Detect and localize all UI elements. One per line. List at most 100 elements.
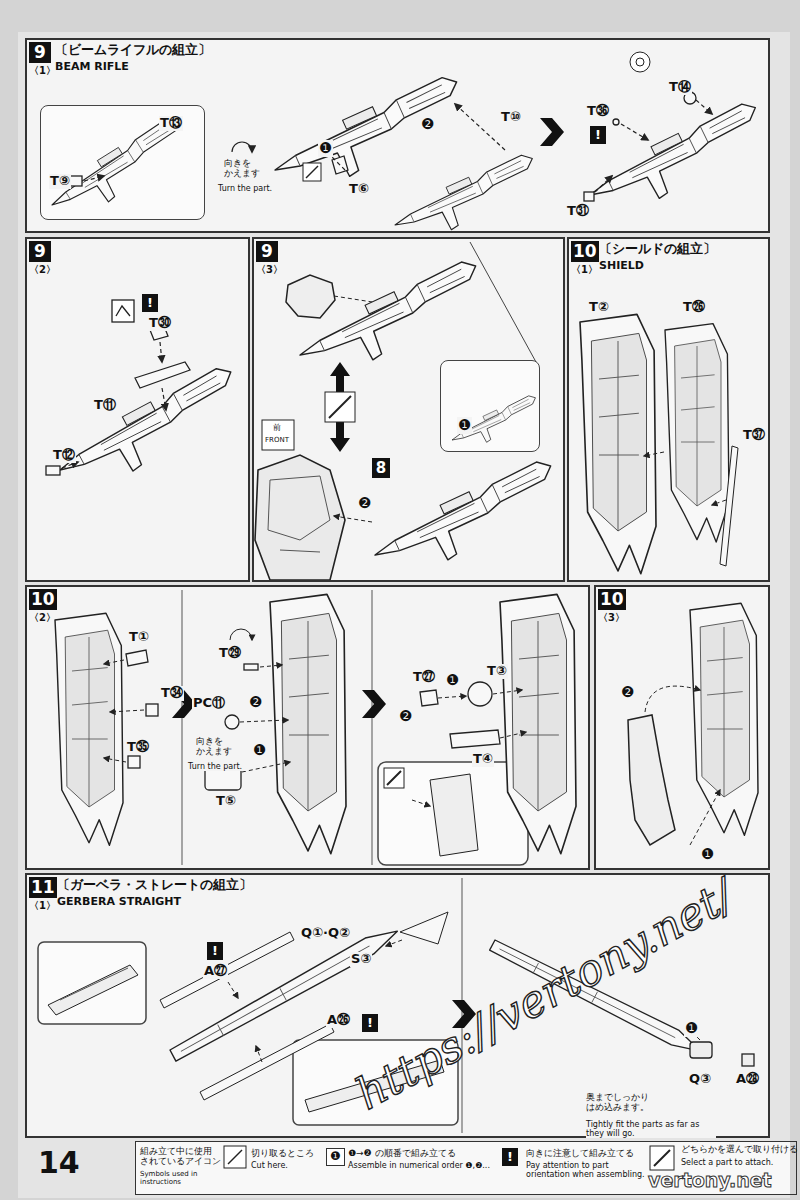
art-detail (613, 119, 619, 125)
art-detail (493, 690, 522, 694)
note-text: 向きを かえます (224, 158, 264, 179)
note-text: 奥までしっかり はめ込みます。 (586, 1092, 686, 1113)
art-detail (712, 500, 726, 505)
step-title-en: GERBERA STRAIGHT (57, 896, 181, 909)
art-detail (116, 306, 130, 316)
rifle-drawing (293, 256, 494, 387)
art-detail (621, 124, 648, 140)
rifle-drawing (45, 71, 773, 249)
order-number: ❷ (420, 116, 435, 133)
part-number: T⑬ (159, 116, 183, 131)
leader-line (334, 516, 372, 522)
leader-line (690, 790, 720, 845)
detail-icon (636, 58, 644, 66)
step-number: 11 (29, 877, 57, 898)
part-number: T⑨ (49, 174, 71, 189)
part-number: T② (588, 300, 610, 315)
substep-number: 〈3〉 (256, 264, 283, 276)
order-number: ❶ (445, 672, 460, 689)
part-drawing (160, 932, 294, 1008)
small-parts (690, 1042, 754, 1066)
art-detail (240, 720, 288, 722)
cut-icon (303, 163, 321, 181)
part-number: T⑩ (500, 110, 522, 125)
rifle-drawing (448, 393, 543, 455)
art-detail (595, 176, 612, 192)
part-number: Q③ (688, 1072, 712, 1087)
art-detail (450, 730, 500, 748)
step-panel: 10〈3〉 (594, 585, 770, 870)
art-detail (232, 142, 252, 152)
art-detail (455, 104, 505, 150)
part-number: T㉟ (126, 740, 150, 755)
art-detail (242, 762, 290, 772)
order-number: ❷ (357, 495, 372, 512)
step-number: 10 (571, 241, 599, 262)
symbol-description-en: Select a part to attach. (681, 1158, 791, 1167)
art-detail (244, 664, 258, 670)
step-panel: 9〈3〉❶ (252, 237, 565, 582)
select-icon (654, 1150, 670, 1166)
shield-drawing (690, 603, 758, 835)
cut-icon (224, 1146, 246, 1168)
art-detail (160, 342, 162, 362)
art-detail (25, 585, 590, 870)
leader-lines (84, 100, 712, 192)
step-panel: 10〈2〉 (25, 585, 590, 870)
part-number: S③ (350, 952, 372, 967)
order-icon: ❶ (326, 1148, 345, 1166)
part-number: T㉙ (218, 646, 242, 661)
art-detail (468, 682, 492, 706)
part-number: T⑪ (93, 398, 117, 413)
art-detail (46, 466, 60, 475)
part-number: T㉞ (160, 686, 184, 701)
order-number: ❶ (457, 417, 472, 434)
shield-drawing (500, 594, 576, 853)
part-number: T⑥ (348, 182, 370, 197)
order-number: ❶ (684, 1020, 699, 1037)
art-detail (742, 1054, 754, 1066)
art-detail (389, 151, 545, 250)
cut-icon (228, 1150, 242, 1164)
hand-drawing (628, 715, 675, 845)
watermark: https://vertony.net/ (348, 870, 743, 1119)
select-icon (329, 396, 351, 418)
leader-line (412, 800, 430, 806)
substep-number: 〈1〉 (29, 900, 56, 912)
shield-drawing (665, 324, 729, 542)
part-drawing (400, 912, 448, 944)
step-title-en: BEAM RIFLE (55, 61, 129, 74)
art-detail (225, 715, 239, 729)
small-parts (46, 300, 190, 475)
caution-icon: ! (590, 126, 606, 144)
step-reference: 8 (372, 458, 390, 478)
part-number: T㉛ (566, 204, 590, 219)
rifle-drawing (368, 456, 569, 587)
caution-icon: ! (207, 942, 223, 960)
leader-lines (644, 452, 726, 505)
art-detail (112, 300, 134, 322)
step-arrow (540, 118, 564, 146)
caution-icon: ! (362, 1014, 378, 1032)
art-detail (38, 942, 146, 1024)
art-detail (386, 940, 402, 946)
part-drawing (60, 968, 128, 1000)
front-icon-text: 前 (273, 423, 281, 432)
art-detail (372, 590, 373, 865)
art-detail (260, 665, 282, 667)
panel-grounds (25, 38, 790, 1195)
leader-lines (228, 940, 402, 1062)
part-number: A㉗ (203, 964, 228, 979)
art-detail (583, 98, 773, 225)
art-detail (135, 362, 190, 388)
front-icon (262, 420, 294, 450)
part-number: T㊲ (742, 428, 766, 443)
part-number: T⑫ (52, 448, 76, 463)
caution-icon: ! (142, 294, 158, 312)
symbol-description-en: Pay attention to part orientation when a… (526, 1161, 648, 1179)
step-title: 〔シールドの組立〕 (599, 242, 716, 257)
part-number: T㊱ (586, 104, 610, 119)
